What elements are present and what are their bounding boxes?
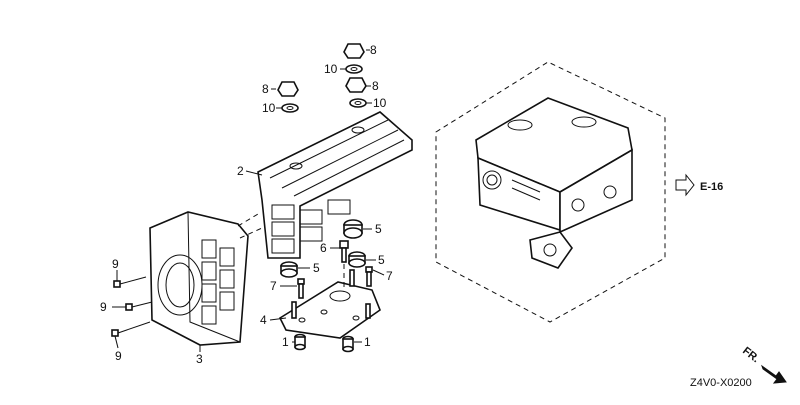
housing-cell: [219, 291, 235, 311]
callout-3: 3: [196, 352, 203, 366]
bracket-cell: [271, 221, 295, 237]
callout-10: 10: [262, 101, 276, 115]
bracket-rib: [269, 119, 389, 179]
port-circle: [603, 185, 617, 199]
bolt-9-c: [111, 321, 151, 337]
plate-hole: [329, 290, 351, 302]
callout-8: 8: [372, 79, 379, 93]
screw-7-a: [297, 278, 305, 299]
bolt-9-b: [125, 301, 153, 311]
housing-cell: [201, 239, 217, 259]
plate-hole: [352, 315, 360, 321]
front-arrow-icon: [761, 364, 787, 384]
assembly-guide: [237, 213, 259, 227]
bracket-body: [257, 111, 413, 259]
callout-labels: 8 10 8 10 8 10 2 5 5 5 6 7 7 4 3 1 1 9 9…: [100, 43, 393, 366]
callout-7: 7: [386, 269, 393, 283]
bracket-cell: [299, 226, 323, 242]
housing-body: [149, 211, 249, 346]
grille-line: [511, 179, 541, 193]
front-direction-marker: FR.: [740, 345, 761, 365]
plate-hole: [298, 317, 306, 323]
grommet-5-a: [343, 219, 363, 239]
part-4-plate: [278, 281, 381, 339]
plate-body: [278, 281, 381, 339]
callout-5: 5: [375, 222, 382, 236]
bracket-hole: [351, 126, 365, 134]
front-label: FR.: [740, 345, 761, 365]
reference-label: E-16: [700, 181, 723, 193]
washer-10-b: [281, 103, 299, 113]
bracket-rib: [293, 139, 405, 197]
callout-5: 5: [378, 253, 385, 267]
callout-8: 8: [262, 82, 269, 96]
reference-arrow: E-16: [675, 173, 723, 197]
housing-port-inner: [165, 262, 195, 308]
bracket-cell: [271, 238, 295, 254]
bracket-cell: [299, 209, 323, 225]
recoil-start-hub: [486, 174, 498, 186]
bolt-6: [339, 240, 349, 263]
housing-edge: [187, 211, 241, 343]
housing-cell: [201, 283, 217, 303]
housing-cell: [201, 305, 217, 325]
bracket-cell: [327, 199, 351, 215]
callout-4: 4: [260, 313, 267, 327]
housing-cell: [201, 261, 217, 281]
collar-1-b: [342, 335, 354, 353]
callout-9: 9: [115, 349, 122, 363]
callout-10: 10: [373, 96, 387, 110]
callout-7: 7: [270, 279, 277, 293]
callout-10: 10: [324, 62, 338, 76]
bracket-hole: [289, 162, 303, 170]
stud: [349, 269, 355, 287]
callout-1: 1: [282, 335, 289, 349]
callout-9: 9: [112, 257, 119, 271]
leader-lines: [112, 49, 385, 352]
housing-cell: [219, 247, 235, 267]
bracket-cell: [271, 204, 295, 220]
grommet-5-b: [280, 261, 298, 278]
grille-line: [511, 187, 541, 201]
bolt-9-a: [113, 276, 147, 288]
engine-assembly-reference: [435, 61, 666, 323]
arrow-right-icon: [675, 173, 695, 197]
callout-2: 2: [237, 164, 244, 178]
callout-8: 8: [370, 43, 377, 57]
exhaust-flange: [529, 231, 573, 269]
callout-5: 5: [313, 261, 320, 275]
bracket-rib: [281, 129, 399, 189]
plate-hole: [320, 309, 328, 315]
stud: [365, 303, 371, 319]
washer-10-c: [349, 98, 367, 108]
part-3-housing: [149, 211, 249, 346]
grille-line: [511, 171, 541, 185]
shroud-hole-right: [571, 116, 597, 128]
stud: [291, 301, 297, 319]
nut-8-b: [277, 81, 299, 97]
callout-1: 1: [364, 335, 371, 349]
washer-10-a: [345, 64, 363, 74]
part-2-bracket: [257, 111, 413, 259]
flange-hole: [543, 243, 557, 257]
screw-7-b: [365, 266, 373, 287]
collar-1-a: [294, 333, 306, 351]
nut-8-c: [345, 77, 367, 93]
callout-9: 9: [100, 300, 107, 314]
assembly-guide: [239, 227, 263, 239]
grommet-5-c: [348, 251, 366, 268]
housing-cell: [219, 269, 235, 289]
nut-8-a: [343, 43, 365, 59]
shroud-hole-left: [507, 119, 533, 131]
port-circle: [571, 198, 585, 212]
diagram-code: Z4V0-X0200: [690, 377, 752, 389]
recoil-start-icon: [482, 170, 502, 190]
callout-6: 6: [320, 241, 327, 255]
